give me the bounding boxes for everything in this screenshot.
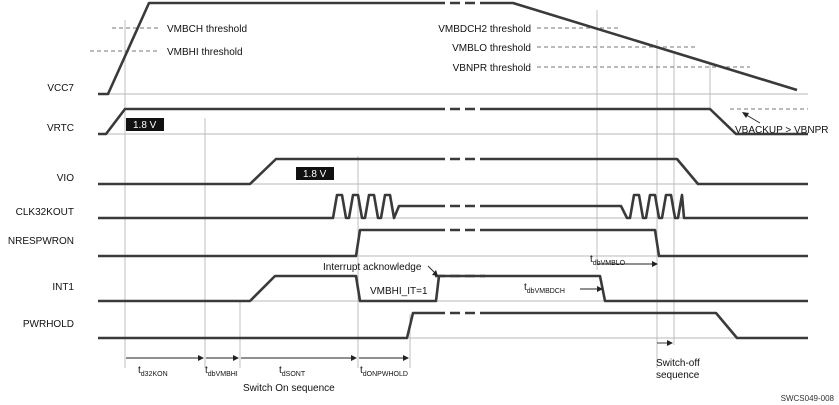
svg-text:VBACKUP > VBNPR: VBACKUP > VBNPR bbox=[735, 125, 828, 136]
signal-label-vrtc: VRTC bbox=[47, 123, 74, 134]
vmbhi-threshold-label: VMBHI threshold bbox=[167, 47, 243, 58]
threshold-labels: VMBCH threshold VMBHI threshold VMBDCH2 … bbox=[167, 24, 531, 74]
t-d32kon-label: td32KON bbox=[138, 365, 168, 378]
t-donpwhold-label: tdONPWHOLD bbox=[360, 365, 408, 378]
vcc7-decline bbox=[485, 1, 798, 92]
vio-waveform bbox=[98, 157, 435, 186]
bottom-timing-labels: td32KON tdbVMBHI tdSONT tdONPWHOLD Switc… bbox=[138, 358, 700, 394]
vio-level-badge: 1.8 V bbox=[296, 167, 334, 180]
nrespwron-waveform bbox=[98, 228, 435, 258]
threshold-lines bbox=[90, 27, 808, 110]
svg-text:tdbVMBDCH: tdbVMBDCH bbox=[524, 282, 565, 295]
clk32kout-tail bbox=[485, 193, 808, 220]
signal-label-pwrhold: PWRHOLD bbox=[23, 319, 74, 330]
svg-text:1.8 V: 1.8 V bbox=[303, 169, 327, 180]
waveforms bbox=[98, 1, 808, 340]
pwrhold-waveform bbox=[98, 311, 435, 340]
svg-text:1.8 V: 1.8 V bbox=[133, 120, 157, 131]
vrtc-level-badge: 1.8 V bbox=[126, 118, 164, 131]
t-dbvmbdch-label: tdbVMBDCH bbox=[524, 282, 603, 295]
vio-tail bbox=[485, 157, 808, 186]
vcc7-waveform bbox=[98, 1, 435, 96]
nrespwron-tail bbox=[485, 228, 808, 258]
t-dbvmblo-label: tdbVMBLO bbox=[590, 254, 658, 267]
vrtc-waveform bbox=[98, 107, 435, 136]
pwrhold-tail bbox=[485, 311, 808, 340]
signal-label-int1: INT1 bbox=[52, 282, 74, 293]
signal-label-nrespwron: NRESPWRON bbox=[8, 236, 74, 247]
int1-tail bbox=[485, 274, 808, 303]
figure-id: SWCS049-008 bbox=[781, 394, 835, 403]
signal-label-clk32kout: CLK32KOUT bbox=[16, 207, 74, 218]
vmbch-threshold-label: VMBCH threshold bbox=[167, 24, 247, 35]
switch-off-label-line1: Switch-off bbox=[656, 358, 700, 369]
switch-off-label-line2: sequence bbox=[656, 370, 700, 381]
signal-label-vcc7: VCC7 bbox=[47, 83, 74, 94]
signal-label-vio: VIO bbox=[57, 173, 74, 184]
interrupt-acknowledge-annotation: Interrupt acknowledge bbox=[323, 262, 438, 276]
vrtc-tail bbox=[485, 107, 808, 136]
svg-text:tdbVMBLO: tdbVMBLO bbox=[590, 254, 626, 267]
switch-on-sequence-label: Switch On sequence bbox=[243, 383, 335, 394]
t-dbvmbhi-label: tdbVMBHI bbox=[205, 365, 238, 378]
vmbhi-it-label: VMBHI_IT=1 bbox=[370, 286, 428, 297]
signal-labels: VCC7 VRTC VIO CLK32KOUT NRESPWRON INT1 P… bbox=[8, 83, 75, 330]
bottom-timing-arrows bbox=[126, 340, 673, 361]
int1-waveform bbox=[98, 274, 485, 303]
svg-text:Interrupt acknowledge: Interrupt acknowledge bbox=[323, 262, 422, 273]
clk32kout-waveform bbox=[98, 193, 435, 220]
vmbdch2-threshold-label: VMBDCH2 threshold bbox=[438, 24, 531, 35]
t-dsont-label: tdSONT bbox=[279, 365, 306, 378]
vbnpr-threshold-label: VBNPR threshold bbox=[453, 63, 531, 74]
vmblo-threshold-label: VMBLO threshold bbox=[452, 43, 531, 54]
vbackup-annotation: VBACKUP > VBNPR bbox=[735, 112, 828, 136]
